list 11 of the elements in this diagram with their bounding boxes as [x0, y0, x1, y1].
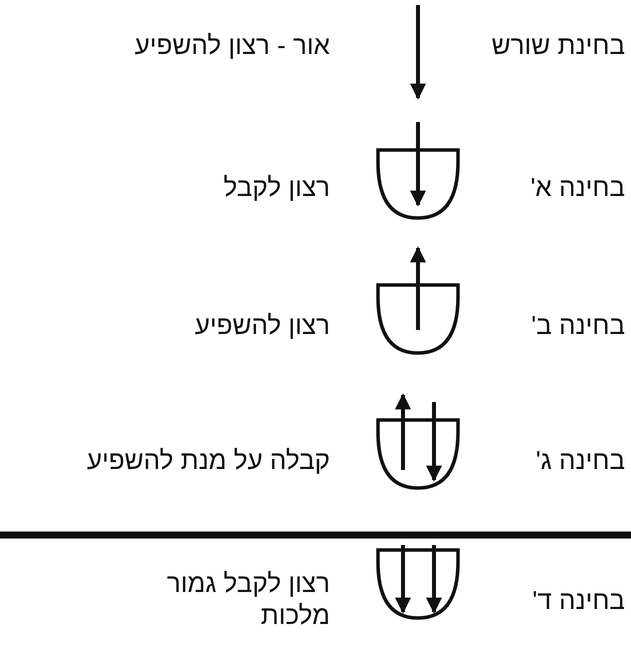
phase-label: בחינת שורש [492, 30, 625, 60]
description-label: רצון לקבל גמור [166, 568, 330, 598]
phase-label: בחינה ד' [532, 585, 625, 615]
phase-label: בחינה א' [530, 172, 625, 202]
phase-label: בחינה ב' [531, 310, 625, 340]
description-label: מלכות [260, 600, 330, 630]
phase-label: בחינה ג' [536, 445, 625, 475]
description-label: קבלה על מנת להשפיע [86, 445, 330, 475]
description-label: אור - רצון להשפיע [134, 30, 330, 60]
description-label: רצון לקבל [224, 172, 330, 202]
description-label: רצון להשפיע [194, 310, 330, 340]
